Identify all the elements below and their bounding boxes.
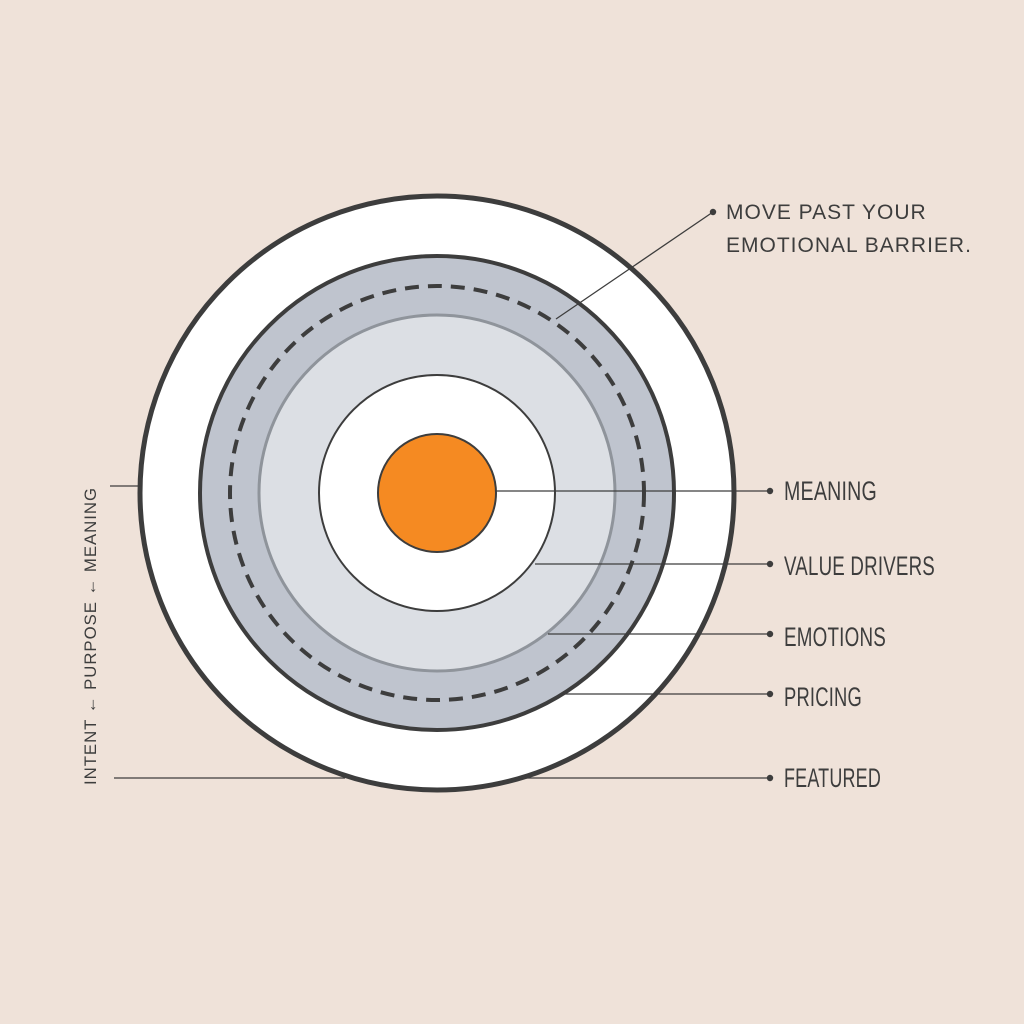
callout-dot	[709, 208, 717, 216]
emotions-dot	[766, 630, 774, 638]
value-drivers-dot	[766, 560, 774, 568]
emotional-barrier-dashed-ring	[228, 284, 646, 702]
callout-line-2: EMOTIONAL BARRIER.	[726, 234, 972, 257]
layer-label-emotions: EMOTIONS	[784, 622, 886, 652]
vertical-axis-label: INTENT ← PURPOSE ← MEANING	[81, 487, 100, 785]
layer-label-value-drivers: VALUE DRIVERS	[784, 551, 935, 581]
meaning-core	[377, 433, 497, 553]
layer-label-meaning: MEANING	[784, 476, 877, 506]
callout-leader-line	[555, 211, 714, 320]
featured-dot	[766, 774, 774, 782]
layer-label-pricing: PRICING	[784, 682, 862, 712]
meaning-dot	[766, 487, 774, 495]
pricing-dot	[766, 690, 774, 698]
callout-line-1: MOVE PAST YOUR	[726, 201, 927, 224]
layer-label-featured: FEATURED	[784, 763, 881, 793]
